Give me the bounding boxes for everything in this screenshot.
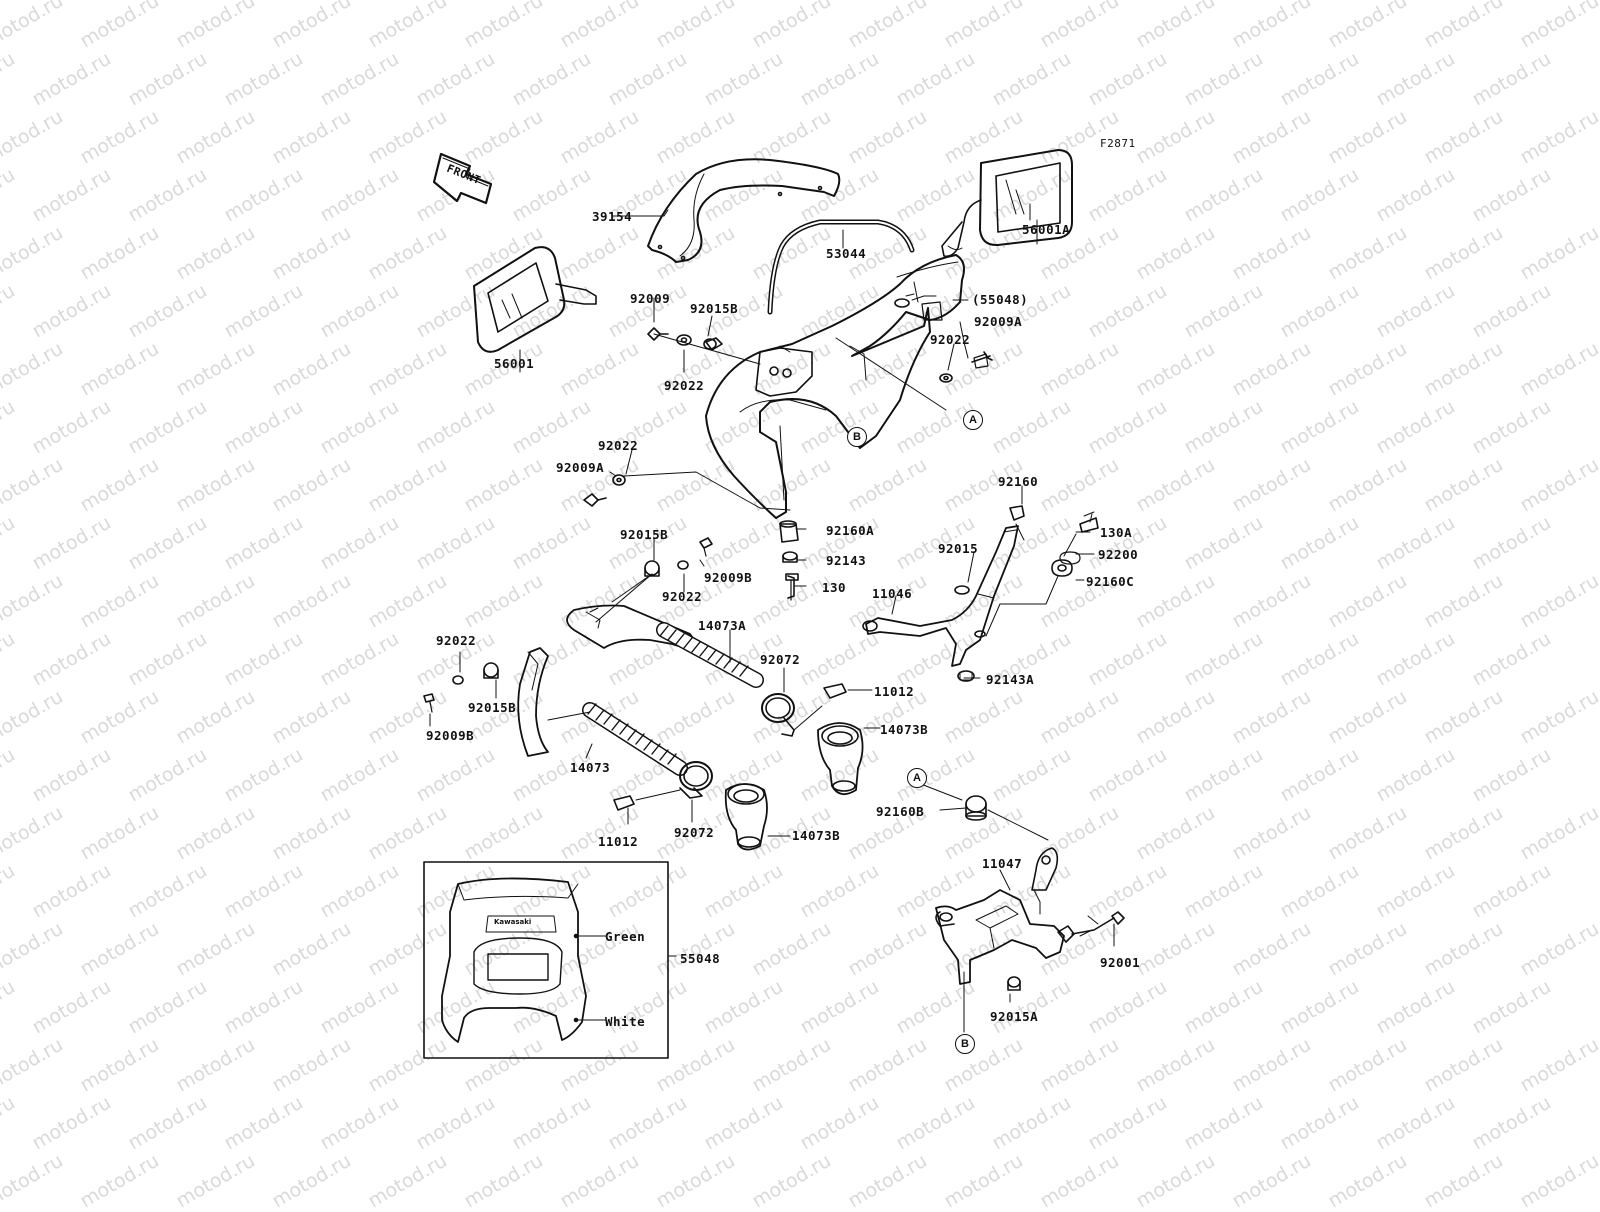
part-label-92009a-1: 92009A [974, 314, 1023, 329]
part-label-92143: 92143 [826, 553, 867, 568]
mirror-left-part [473, 246, 597, 373]
intake-funnels [724, 722, 864, 851]
center-fasteners [779, 520, 807, 601]
part-label-130: 130 [822, 580, 847, 595]
duct-hardware [423, 537, 713, 713]
part-label-53044: 53044 [826, 246, 867, 261]
part-label-92160c: 92160C [1086, 574, 1135, 589]
part-label-39154: 39154 [592, 209, 633, 224]
ref-circle-a-2: A [907, 768, 927, 788]
headlight-bracket-11046 [862, 505, 1099, 682]
part-label-92015b-1: 92015B [690, 301, 739, 316]
part-label-14073: 14073 [570, 760, 611, 775]
windshield-part [611, 158, 841, 263]
part-label-92200: 92200 [1098, 547, 1139, 562]
inner-fairing-part [705, 254, 965, 519]
part-label-92009a-2: 92009A [556, 460, 605, 475]
inset-white-label: White [605, 1014, 646, 1029]
air-ducts [517, 573, 764, 776]
part-label-56001a: 56001A [1022, 222, 1071, 237]
part-label-92143a: 92143A [986, 672, 1035, 687]
part-label-130a: 130A [1100, 525, 1133, 540]
bracket-11047 [935, 847, 1125, 991]
grommet-92160b [925, 785, 1049, 841]
part-label-11012-1: 11012 [874, 684, 915, 699]
part-label-92022-4: 92022 [662, 589, 703, 604]
part-label-92015b-2: 92015B [620, 527, 669, 542]
part-label-92009: 92009 [630, 291, 671, 306]
part-label-92072-2: 92072 [674, 825, 715, 840]
part-label-92009b-1: 92009B [704, 570, 753, 585]
part-label-92072-1: 92072 [760, 652, 801, 667]
part-label-92015a: 92015A [990, 1009, 1039, 1024]
mirror-right-part [941, 149, 1073, 258]
inset-box [423, 861, 669, 1059]
part-label-92022-1: 92022 [664, 378, 705, 393]
part-label-56001: 56001 [494, 356, 535, 371]
part-label-14073b-1: 14073B [880, 722, 929, 737]
part-label-92160a: 92160A [826, 523, 875, 538]
leader-lines [429, 203, 1115, 1033]
part-label-14073b-2: 14073B [792, 828, 841, 843]
part-label-92001: 92001 [1100, 955, 1141, 970]
part-label-92022-5: 92022 [436, 633, 477, 648]
small-hardware-upper [583, 327, 993, 511]
part-label-92015b-3: 92015B [468, 700, 517, 715]
part-label-92022-2: 92022 [930, 332, 971, 347]
part-label-11046: 11046 [872, 586, 913, 601]
part-label-92009b-2: 92009B [426, 728, 475, 743]
part-label-92160: 92160 [998, 474, 1039, 489]
part-label-55048: 55048 [680, 951, 721, 966]
front-arrow-icon [432, 152, 493, 205]
part-label-92015: 92015 [938, 541, 979, 556]
clamps-connectors [613, 683, 847, 811]
part-label-11012-2: 11012 [598, 834, 639, 849]
part-label-92160b: 92160B [876, 804, 925, 819]
ref-circle-a-1: A [963, 410, 983, 430]
figure-code: F2871 [1100, 137, 1136, 150]
inset-brand-logo: Kawasaki [494, 918, 532, 926]
trim-part [767, 219, 915, 315]
ref-circle-b-1: B [847, 427, 867, 447]
inset-green-label: Green [605, 929, 646, 944]
part-label-14073a: 14073A [698, 618, 747, 633]
part-label-92022-3: 92022 [598, 438, 639, 453]
part-label-11047: 11047 [982, 856, 1023, 871]
ref-circle-b-2: B [955, 1034, 975, 1054]
part-label-55048-paren: (55048) [972, 292, 1029, 307]
